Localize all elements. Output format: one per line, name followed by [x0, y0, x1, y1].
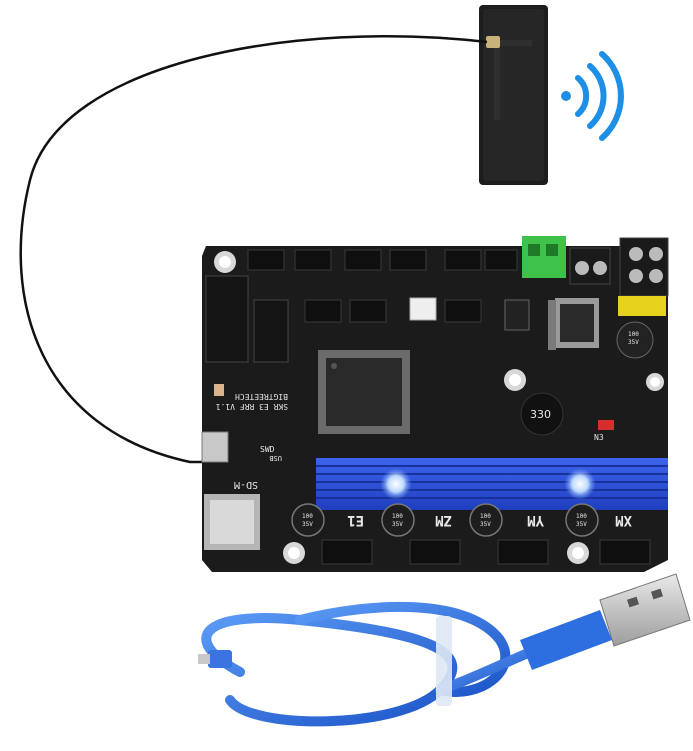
usb-a-plug	[520, 573, 691, 670]
bottom-connectors	[321, 539, 651, 565]
power-terminals	[569, 237, 669, 316]
capacitor-top: 100 35V	[616, 321, 654, 359]
pin-headers	[205, 275, 289, 363]
driver-capacitors	[291, 503, 599, 537]
inductor-label: 330	[530, 408, 551, 421]
wifi-antenna	[479, 5, 548, 185]
driver-label-ym: YM	[527, 512, 544, 528]
svg-text:100: 100	[302, 513, 313, 520]
svg-text:100: 100	[628, 331, 639, 338]
svg-text:35V: 35V	[628, 339, 639, 346]
board-version-label: SKR E3 RRF V1.1	[216, 402, 288, 411]
svg-text:35V: 35V	[480, 521, 491, 528]
micro-usb-port	[201, 431, 229, 463]
jumper-label: N3	[594, 433, 604, 442]
top-connectors	[247, 249, 518, 323]
board-model-label: BIGTREETECH	[235, 392, 288, 401]
driver-label-e1: E1	[347, 512, 364, 528]
heatsink	[316, 458, 668, 510]
svg-text:100: 100	[576, 513, 587, 520]
usb-cable-icon	[198, 573, 691, 727]
svg-text:35V: 35V	[302, 521, 313, 528]
svg-text:100: 100	[480, 513, 491, 520]
svg-text:35V: 35V	[392, 521, 403, 528]
sd-card-slot	[204, 494, 260, 550]
sd-label: SD-M	[234, 479, 258, 490]
status-led	[564, 468, 596, 500]
svg-text:100: 100	[392, 513, 403, 520]
mcu-chip	[318, 350, 410, 434]
green-terminal	[522, 236, 566, 278]
wifi-signal-icon	[561, 51, 624, 141]
driver-label-zm: ZM	[435, 512, 452, 528]
white-connector	[409, 297, 437, 321]
usb-label: USB	[269, 454, 282, 462]
status-led	[380, 468, 412, 500]
antenna-cable	[19, 35, 488, 464]
controller-board: 100 35V 330 N3 BIGTREETECH SKR E3 RRF V1…	[201, 236, 669, 572]
svg-text:35V: 35V	[576, 521, 587, 528]
inductor: 330	[520, 392, 564, 436]
swd-label: SWD	[260, 445, 275, 454]
driver-label-xm: XM	[615, 512, 632, 528]
